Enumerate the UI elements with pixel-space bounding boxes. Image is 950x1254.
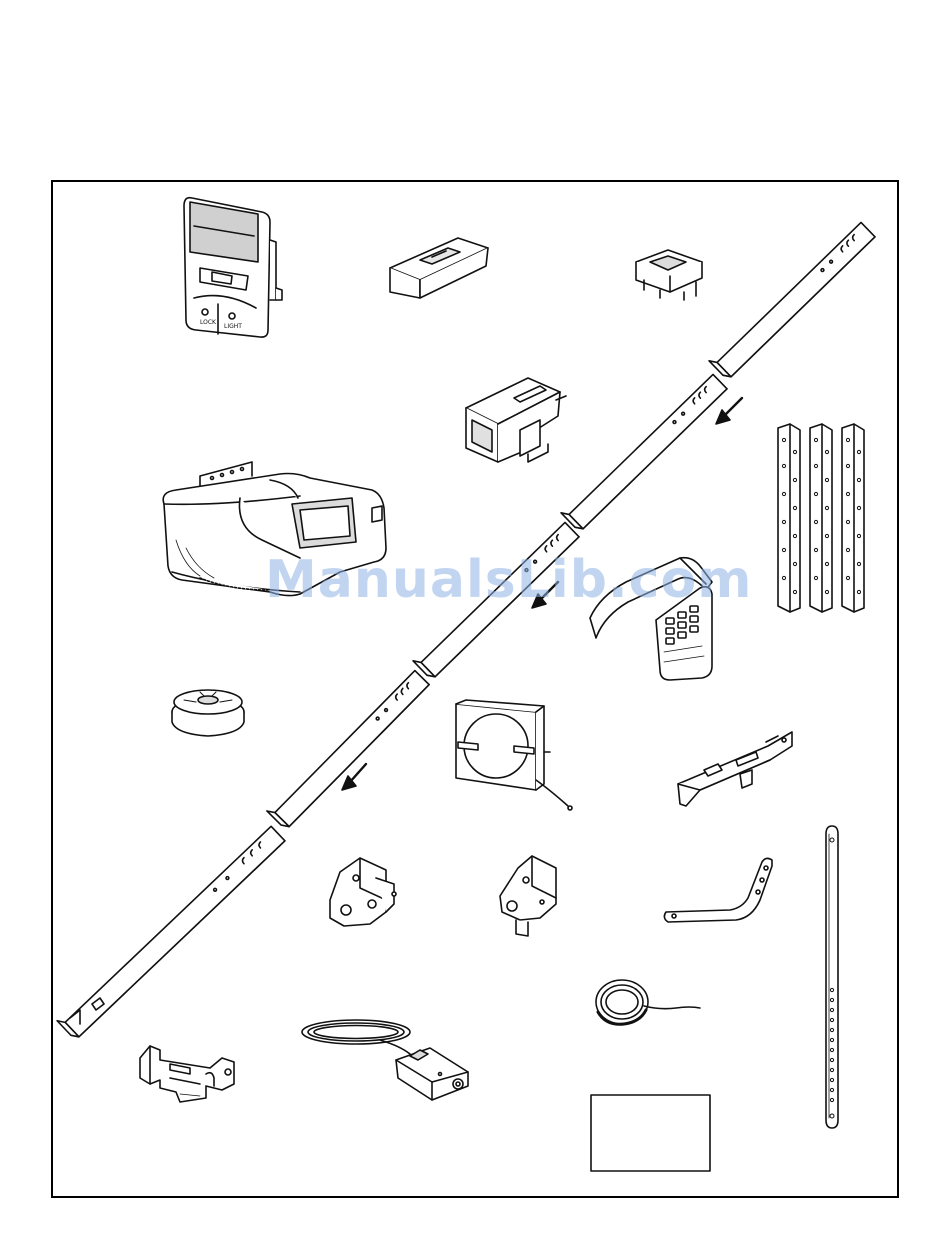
door-bracket-illustration (678, 732, 792, 806)
rail-hole (682, 412, 685, 415)
remote-control-illustration (390, 238, 488, 298)
angle-iron-illustration (778, 424, 864, 612)
rail-face (275, 671, 429, 827)
keypad-illustration (590, 558, 712, 680)
light-panel-illustration (456, 700, 572, 810)
wall-control-light-label: LIGHT (224, 323, 242, 330)
straight-arm-illustration (826, 826, 838, 1128)
safety-bracket-illustration (330, 858, 396, 926)
rail-hole (385, 709, 388, 712)
rail-hole (525, 569, 528, 572)
hardware-bag-illustration (591, 1095, 710, 1171)
rail-section-illustration (57, 222, 875, 1036)
rail-hole (821, 269, 824, 272)
rail-face (569, 374, 727, 528)
safety-sensor-illustration (302, 1020, 468, 1100)
rail-hole (214, 888, 217, 891)
curved-arm-illustration (664, 858, 772, 922)
trolley-illustration (466, 378, 566, 462)
assembly-arrow-icon (532, 582, 558, 608)
pulley-illustration (172, 690, 244, 736)
assembly-arrow-icon (716, 398, 742, 424)
rail-face (421, 522, 579, 676)
rail-hole (830, 260, 833, 263)
safety-bracket-illustration (500, 856, 556, 936)
motor-unit-illustration (163, 462, 386, 596)
rail-hole (226, 877, 229, 880)
rail-face (717, 222, 875, 376)
bell-wire-illustration (596, 980, 700, 1024)
header-bracket-illustration (140, 1046, 234, 1102)
rail-hole (673, 421, 676, 424)
light-lens-illustration (636, 250, 702, 300)
wall-control-lock-label: LOCK (200, 319, 217, 326)
rail-hole (534, 560, 537, 563)
wall-control-illustration: LOCK LIGHT (184, 198, 282, 337)
rail-hole (376, 717, 379, 720)
